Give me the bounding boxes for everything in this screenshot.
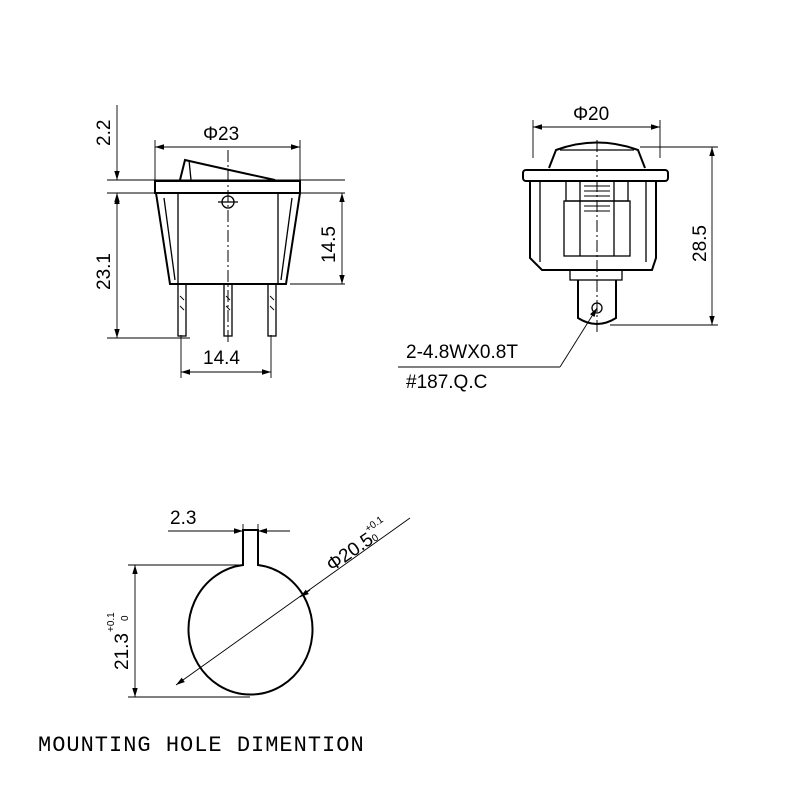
dim-body-height: 14.5 [319,226,340,263]
mounting-hole-view: 2.3 21.3 +0.1 0 Φ 20.5 +0.1 0 MOUNTING H… [38,508,411,758]
front-view: Φ 23 2.2 23.1 14.5 14.4 [94,105,345,378]
dim-phi-label-side: Φ [573,104,588,125]
dim-front-height: 23.1 [94,253,115,290]
quick-connect-terminal [577,280,617,325]
mounting-hole-caption: MOUNTING HOLE DIMENTION [38,733,365,758]
dim-pin-pitch: 14.4 [203,348,240,369]
terminal-note-type: #187.Q.C [406,372,487,393]
terminal-pins [177,283,277,337]
rocker-actuator [179,158,276,181]
flange [522,169,669,182]
side-view: Φ 20 28.5 2-4.8WX0.8T #187.Q.C [398,104,718,393]
dim-side-height: 28.5 [690,225,711,262]
terminal-note-spec: 2-4.8WX0.8T [406,342,518,363]
dim-phi-label-front: Φ [203,124,218,145]
dim-hole-height-tol-upper: +0.1 [106,612,117,632]
dim-key-width: 2.3 [170,508,196,529]
dim-front-width: 23 [218,124,239,145]
dim-side-width: 20 [588,104,609,125]
mounting-hole-outline [187,529,314,696]
dim-hole-diameter-tol-upper: +0.1 [363,514,386,535]
dim-hole-height: 21.3 [112,633,133,670]
dim-rocker-height: 2.2 [94,120,115,146]
dim-hole-height-tol-lower: 0 [120,615,131,621]
dim-hole-diameter-tol-lower: 0 [370,532,381,544]
